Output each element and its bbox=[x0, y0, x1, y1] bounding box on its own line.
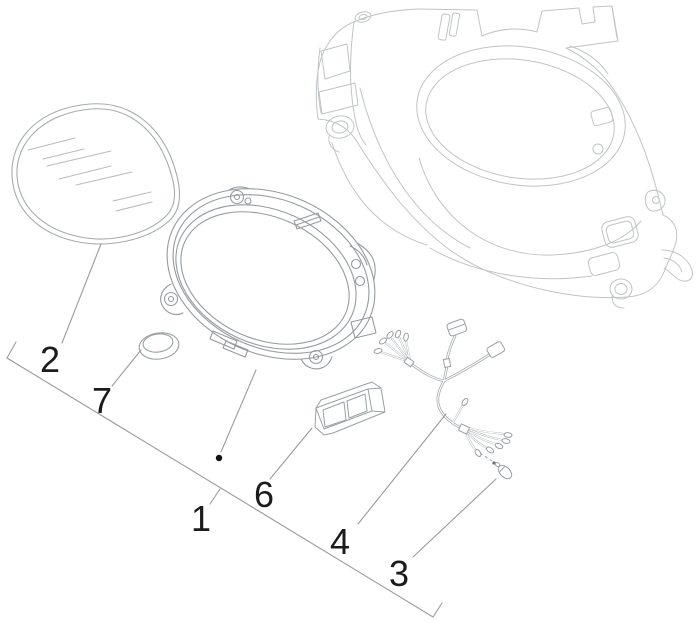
callout-label-7: 7 bbox=[91, 380, 113, 421]
handlebar-cover-drawing bbox=[315, 5, 693, 309]
callout-leader-lines bbox=[6, 243, 497, 618]
leader-1 bbox=[209, 488, 221, 505]
callout-label-6: 6 bbox=[253, 474, 275, 515]
leader-3 bbox=[412, 478, 497, 558]
instrument-cluster-drawing bbox=[160, 186, 377, 370]
wiring-harness-drawing bbox=[373, 318, 513, 458]
callout-label-1: 1 bbox=[190, 498, 212, 539]
leader-6 bbox=[269, 427, 313, 480]
callout-bracket-line bbox=[6, 341, 443, 618]
instrument-lens-drawing bbox=[11, 103, 181, 245]
display-window-drawing bbox=[314, 381, 386, 436]
callout-label-4: 4 bbox=[329, 521, 351, 562]
callout-label-2: 2 bbox=[39, 339, 61, 380]
leader-1-dot-line bbox=[220, 369, 257, 453]
leader-4 bbox=[357, 413, 447, 525]
callout-label-3: 3 bbox=[388, 553, 410, 594]
reference-dot bbox=[215, 454, 223, 462]
leader-2 bbox=[61, 243, 102, 344]
leader-7 bbox=[111, 349, 142, 387]
bulb-drawing bbox=[479, 452, 513, 480]
rubber-cap-drawing bbox=[138, 332, 180, 360]
